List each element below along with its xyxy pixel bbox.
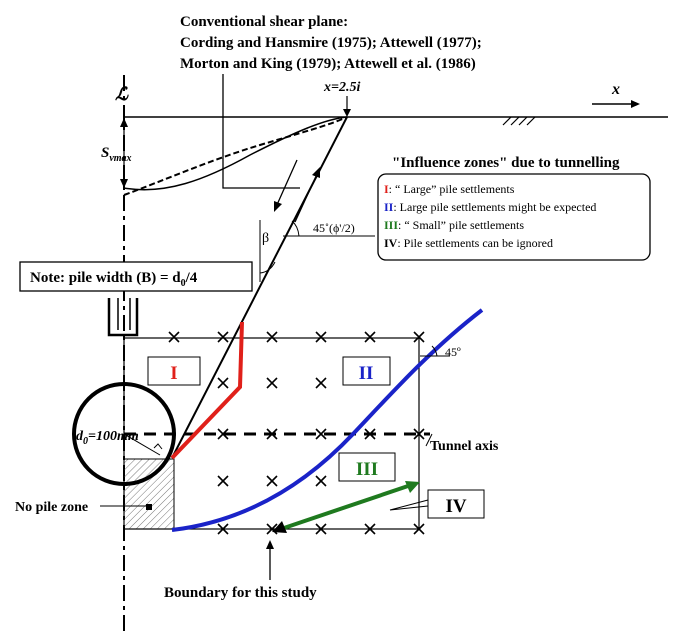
header-pointer-line xyxy=(222,74,300,189)
grid-marker xyxy=(217,331,229,343)
boundary-label: Boundary for this study xyxy=(164,585,317,601)
legend-item-I: I: “ Large” pile settlements xyxy=(384,182,515,196)
grid-marker xyxy=(413,331,425,343)
x-axis-arrowhead xyxy=(631,100,640,108)
legend-title: "Influence zones" due to tunnelling xyxy=(392,155,620,171)
beta-label: β xyxy=(262,231,269,246)
shear-arrowhead-left xyxy=(274,201,282,212)
angle-45-label: 45˚(ϕ'/2) xyxy=(313,221,355,235)
grid-marker xyxy=(413,428,425,440)
tunnel-axis-label: Tunnel axis xyxy=(430,439,499,454)
header-line-2: Cording and Hansmire (1975); Attewell (1… xyxy=(180,35,482,51)
angle-arc xyxy=(291,220,300,237)
grid-marker xyxy=(266,475,278,487)
zone-III-label: III xyxy=(356,459,378,480)
ground-hatch xyxy=(502,116,536,126)
zone-III-boundary xyxy=(280,482,415,531)
shear-arrow-left xyxy=(275,159,298,208)
centerline-symbol: ℒ xyxy=(115,84,129,104)
grid-marker xyxy=(266,377,278,389)
zone-IV-label: IV xyxy=(445,496,466,517)
shear-arrow-right xyxy=(294,171,319,223)
beta-arc xyxy=(259,261,276,274)
shear-arrowhead-right xyxy=(312,167,320,178)
no-pile-zone-marker xyxy=(146,504,152,510)
svmax-label: Svmax xyxy=(101,145,132,164)
legend-box xyxy=(377,173,651,261)
tunnel-circle xyxy=(72,382,176,486)
grid-marker xyxy=(413,523,425,535)
grid-markers xyxy=(168,331,425,535)
grid-marker xyxy=(266,331,278,343)
header-line-1: Conventional shear plane: xyxy=(180,14,348,30)
zone-III-arrowhead-left xyxy=(272,521,287,533)
zone-II-box xyxy=(342,356,391,386)
zone-IV-pointer xyxy=(389,499,429,511)
no-pile-zone-area xyxy=(123,458,175,530)
grid-marker xyxy=(217,475,229,487)
grid-marker xyxy=(364,331,376,343)
tunnel-diameter-label: d0=100mm xyxy=(76,429,139,447)
settlement-trough-solid xyxy=(123,116,348,191)
header-line-3: Morton and King (1979); Attewell et al. … xyxy=(180,56,476,72)
grid-marker xyxy=(315,475,327,487)
zone-I-box xyxy=(147,356,201,386)
settlement-trough-dashed xyxy=(123,116,348,196)
zone-IV-box xyxy=(427,489,485,519)
grid-marker xyxy=(315,331,327,343)
pile-cap xyxy=(107,298,139,337)
grid-marker xyxy=(217,523,229,535)
no-pile-zone-label: No pile zone xyxy=(15,500,88,515)
note-text: Note: pile width (B) = d0/4 xyxy=(30,270,198,289)
legend-item-III: III: “ Small” pile settlements xyxy=(384,218,524,232)
zone-II-label: II xyxy=(359,363,374,384)
grid-marker xyxy=(168,331,180,343)
grid-marker xyxy=(315,523,327,535)
grid-marker xyxy=(364,523,376,535)
x-location-label: x=2.5i xyxy=(323,80,360,95)
zone-III-arrowhead-right xyxy=(405,481,420,493)
angle-45-arc xyxy=(431,345,438,357)
x-axis-label: x xyxy=(611,81,620,98)
grid-marker xyxy=(217,428,229,440)
grid-marker xyxy=(266,523,278,535)
grid-marker xyxy=(315,377,327,389)
boundary-arrowhead xyxy=(266,540,274,549)
zone-I-boundary xyxy=(170,321,244,460)
grid-marker xyxy=(315,428,327,440)
right-angle-mark xyxy=(153,443,163,450)
svmax-arrowhead-bottom xyxy=(120,179,128,188)
angle-45-label-2: 45º xyxy=(445,345,461,359)
legend-item-IV: IV: Pile settlements can be ignored xyxy=(384,236,553,250)
tunnel-radius-line xyxy=(123,433,161,456)
grid-marker xyxy=(217,377,229,389)
tunnel-axis-pointer xyxy=(425,433,433,447)
svmax-arrowhead-top xyxy=(120,118,128,127)
note-box xyxy=(19,261,253,292)
legend-item-II: II: Large pile settlements might be expe… xyxy=(384,200,596,214)
zone-I-label: I xyxy=(170,363,177,384)
x-location-arrowhead xyxy=(343,109,351,117)
zone-III-box xyxy=(338,452,396,482)
